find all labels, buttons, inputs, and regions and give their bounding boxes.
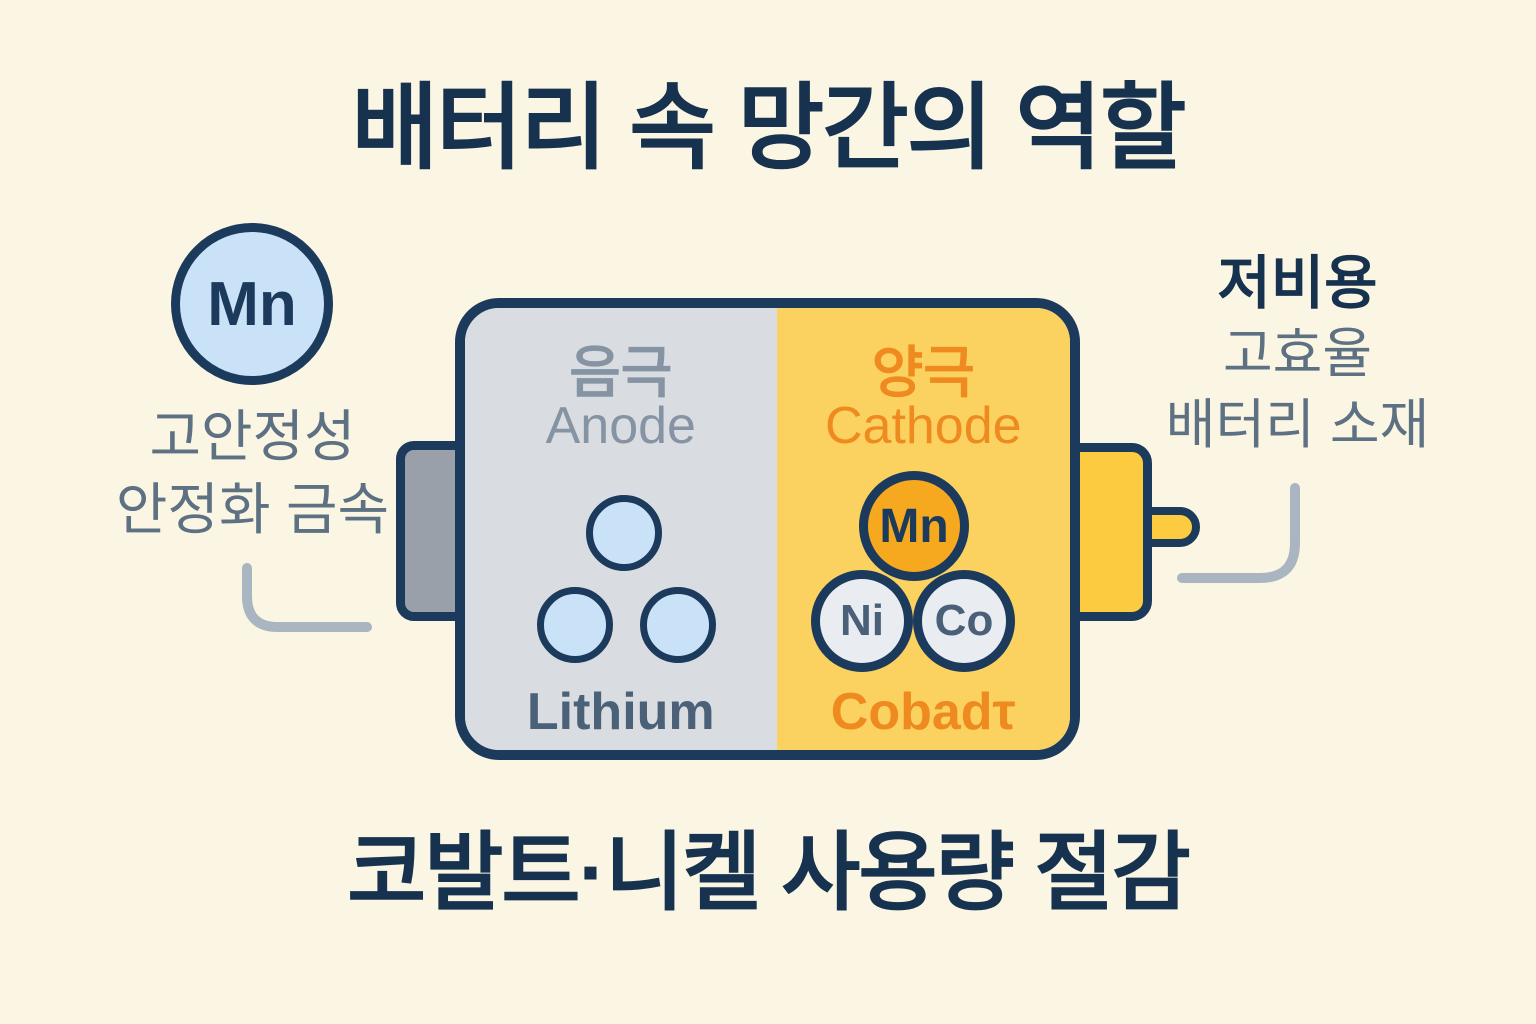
lithium-circle-top <box>586 495 662 571</box>
cathode-material-label: Cobadτ <box>830 683 1016 741</box>
left-caption-line2: 안정화 금속 <box>115 478 390 541</box>
page-title: 배터리 속 망간의 역할 <box>351 75 1187 180</box>
right-note-line1: 저비용 <box>1217 251 1378 316</box>
co-circle: Co <box>913 570 1015 672</box>
lithium-circle-bottom-right <box>640 587 716 663</box>
co-circle-label: Co <box>934 596 994 645</box>
left-caption: 고안정성 안정화 금속 <box>55 400 450 546</box>
footer-title: 코발트·니켈 사용량 절감 <box>347 825 1191 921</box>
battery-terminal-right <box>1070 443 1152 621</box>
lithium-circle-bottom-left <box>537 587 613 663</box>
right-note: 저비용 고효율 배터리 소재 <box>1140 248 1455 461</box>
mn-circle-label: Mn <box>879 499 949 553</box>
ni-circle: Ni <box>811 570 913 672</box>
mn-circle: Mn <box>859 471 969 581</box>
anode-material-label: Lithium <box>526 683 715 741</box>
mn-badge-symbol: Mn <box>207 269 297 339</box>
anode-label-en: Anode <box>545 397 696 455</box>
cathode-label-en: Cathode <box>824 397 1022 455</box>
mn-element-badge: Mn <box>171 223 333 385</box>
left-connector-line <box>242 563 372 632</box>
right-note-line2: 고효율 <box>1222 324 1373 384</box>
anode-label-ko: 음극 <box>569 341 673 404</box>
cathode-label-ko: 양극 <box>871 341 975 404</box>
right-note-line3: 배터리 소재 <box>1165 395 1430 455</box>
left-caption-line1: 고안정성 <box>149 405 356 468</box>
ni-circle-label: Ni <box>840 596 884 645</box>
battery-body: 음극 Anode Lithium 양극 Cathode Cobadτ Mn Ni… <box>455 298 1080 760</box>
